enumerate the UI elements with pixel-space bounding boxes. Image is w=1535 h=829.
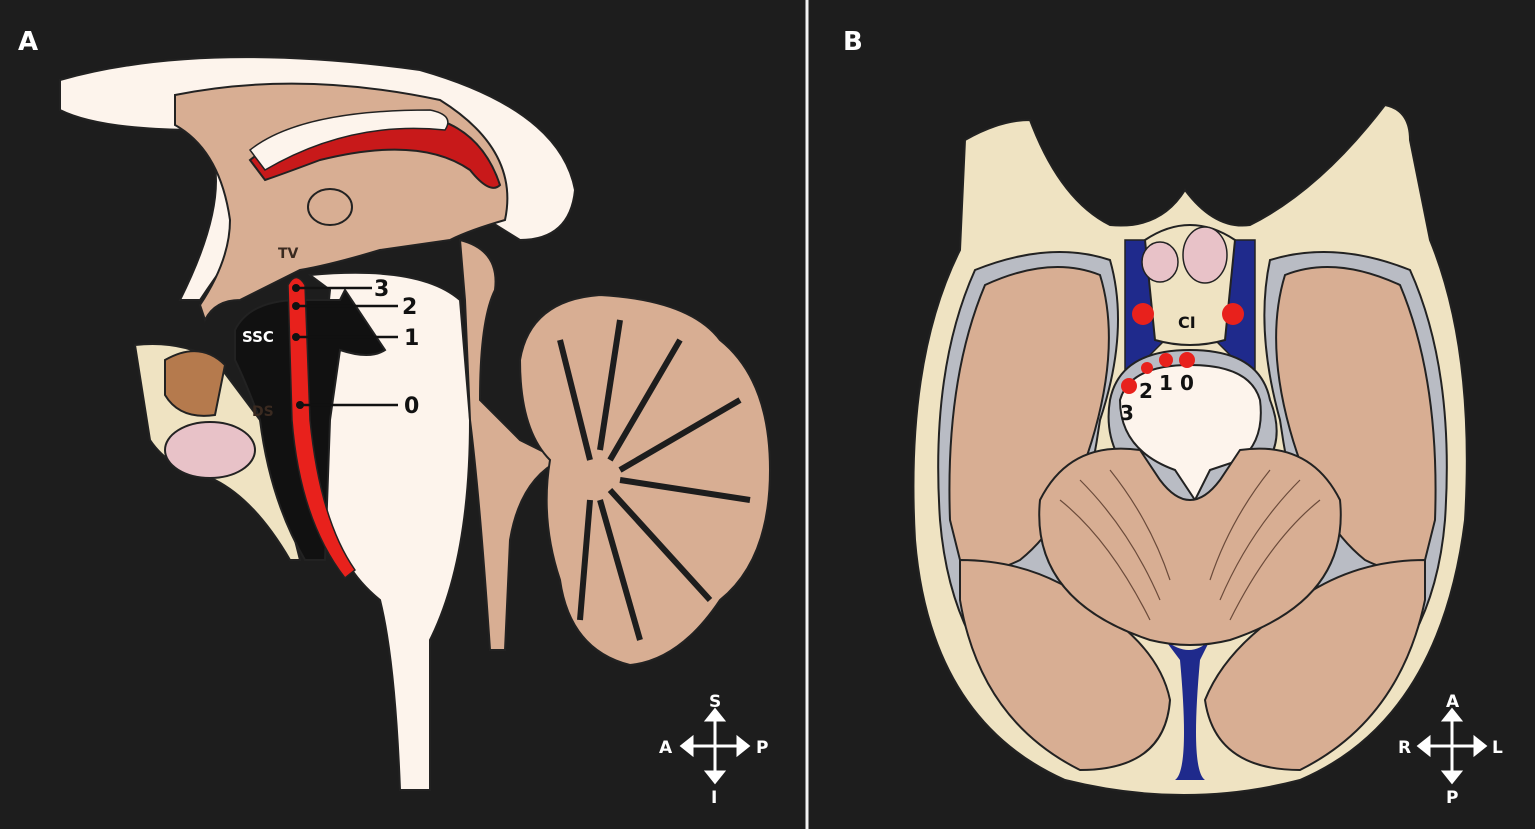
compass-a: S I A P xyxy=(659,692,768,808)
label-ds: DS xyxy=(252,404,274,420)
compass-a-right: P xyxy=(756,738,768,758)
thalamus-adhesion xyxy=(307,188,353,226)
compass-b-up: A xyxy=(1446,692,1460,712)
compass-a-up: S xyxy=(709,692,721,712)
panel-b-letter: B xyxy=(843,27,863,57)
fourth-ventricle-wall xyxy=(458,238,563,651)
compass-arrows-icon xyxy=(1416,707,1488,785)
right-ica-dot xyxy=(1132,303,1154,325)
panel-a-sagittal xyxy=(59,56,772,791)
clinoid-right xyxy=(1182,226,1228,284)
marker-b-2: 2 xyxy=(1139,379,1153,403)
cerebellar-folia-axial xyxy=(1059,469,1321,621)
basilar-artery xyxy=(287,276,357,580)
left-ica-dot xyxy=(1222,303,1244,325)
cerebellum-axial xyxy=(1038,447,1342,646)
lateral-ventricle xyxy=(248,109,449,171)
marker-dots-b xyxy=(1121,303,1244,394)
left-occipital-lobe xyxy=(1203,558,1426,772)
marker-a-2: 2 xyxy=(402,295,417,320)
marker-a-1: 1 xyxy=(404,326,419,351)
marker-b-3: 3 xyxy=(1120,401,1134,425)
sphenoid-sinus xyxy=(164,421,256,479)
straight-sinus xyxy=(1165,640,1210,780)
marker-dots xyxy=(292,284,304,409)
pituitary-gland xyxy=(164,350,227,417)
compass-a-left: A xyxy=(659,738,673,758)
compass-b: A P R L xyxy=(1398,692,1503,808)
label-tv: TV xyxy=(278,246,299,262)
cerebellar-folia xyxy=(557,319,751,641)
marker-b-1: 1 xyxy=(1159,371,1173,395)
marker-a-0: 0 xyxy=(404,394,419,419)
marker-b-0: 0 xyxy=(1180,371,1194,395)
marker-lines xyxy=(296,286,398,407)
compass-a-down: I xyxy=(711,788,717,808)
clinoid-left xyxy=(1141,241,1179,283)
compass-b-left: R xyxy=(1398,738,1411,758)
compass-b-down: P xyxy=(1446,788,1458,808)
panel-a-letter: A xyxy=(18,27,38,57)
marker-a-3: 3 xyxy=(374,277,389,302)
label-ci: CI xyxy=(1178,313,1196,332)
panel-b-axial xyxy=(912,103,1468,796)
label-ssc: SSC xyxy=(242,328,274,346)
compass-arrows-icon xyxy=(679,707,751,785)
compass-b-right: L xyxy=(1492,738,1503,758)
cerebellum xyxy=(518,293,772,667)
pons xyxy=(1118,363,1262,502)
